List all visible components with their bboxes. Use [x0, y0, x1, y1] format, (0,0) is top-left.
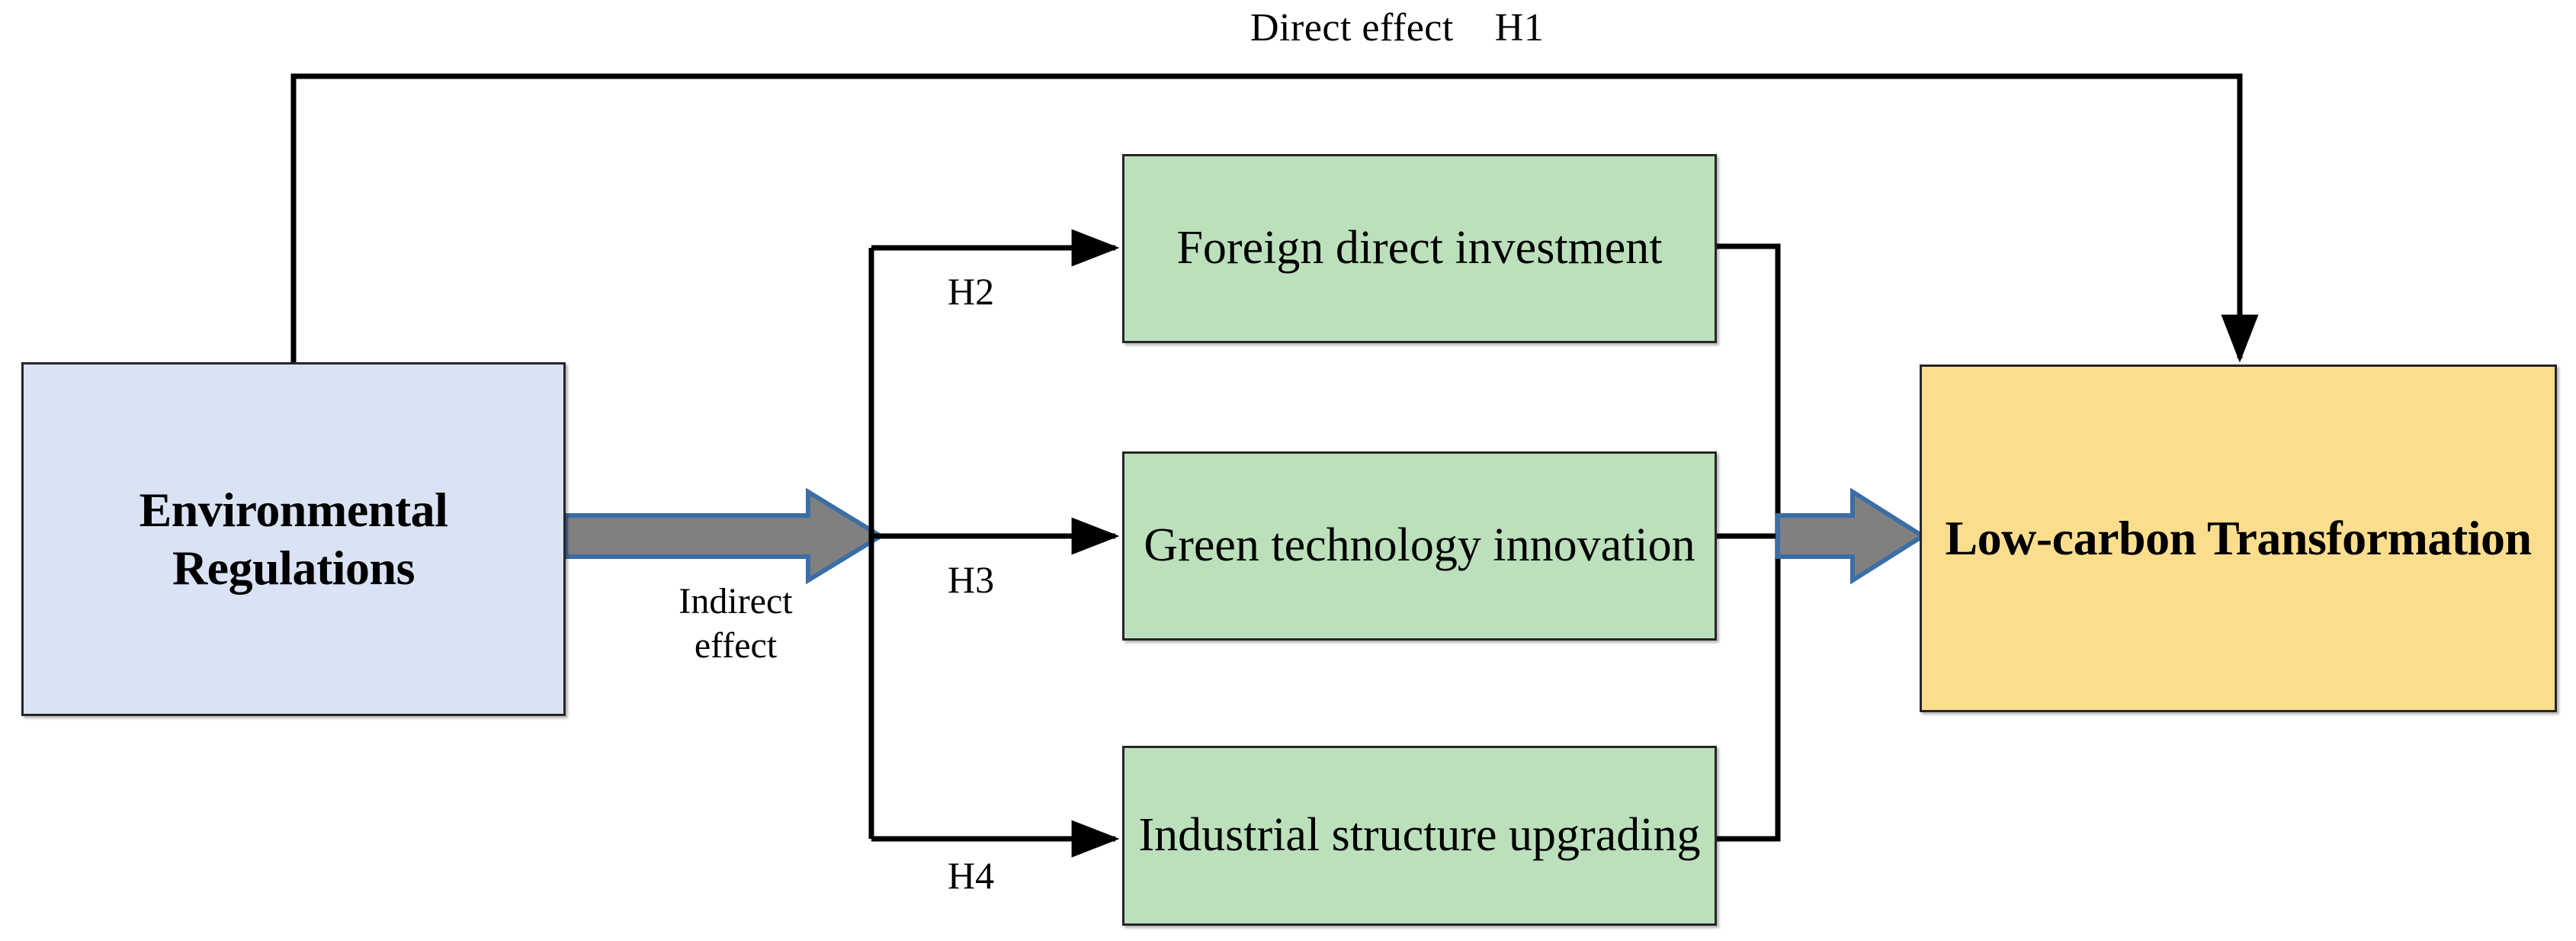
edge-label-h2: H2: [948, 270, 995, 313]
node-green-technology-innovation[interactable]: Green technology innovation: [1122, 451, 1717, 641]
edge-label-indirect-effect: Indirect effect: [678, 581, 793, 666]
edge-label-h4: H4: [948, 854, 995, 897]
block-arrow-to-outcome: [1776, 487, 1927, 585]
node-industrial-structure-upgrading[interactable]: Industrial structure upgrading: [1122, 746, 1717, 926]
node-environmental-regulations[interactable]: Environmental Regulations: [21, 362, 566, 716]
block-arrow-indirect-effect: [563, 487, 885, 585]
edge-label-direct-effect: Direct effect H1: [1250, 6, 1545, 50]
node-foreign-direct-investment-label: Foreign direct investment: [1176, 222, 1663, 275]
edge-label-h3: H3: [948, 558, 995, 601]
node-foreign-direct-investment[interactable]: Foreign direct investment: [1122, 154, 1717, 343]
edge-mediator-trunk-right: [1717, 243, 1781, 842]
node-industrial-structure-upgrading-label: Industrial structure upgrading: [1138, 809, 1701, 862]
node-low-carbon-transformation[interactable]: Low-carbon Transformation: [1920, 365, 2557, 712]
node-environmental-regulations-label: Environmental Regulations: [139, 483, 448, 595]
node-low-carbon-transformation-label: Low-carbon Transformation: [1945, 511, 2532, 566]
node-green-technology-innovation-label: Green technology innovation: [1144, 519, 1695, 572]
